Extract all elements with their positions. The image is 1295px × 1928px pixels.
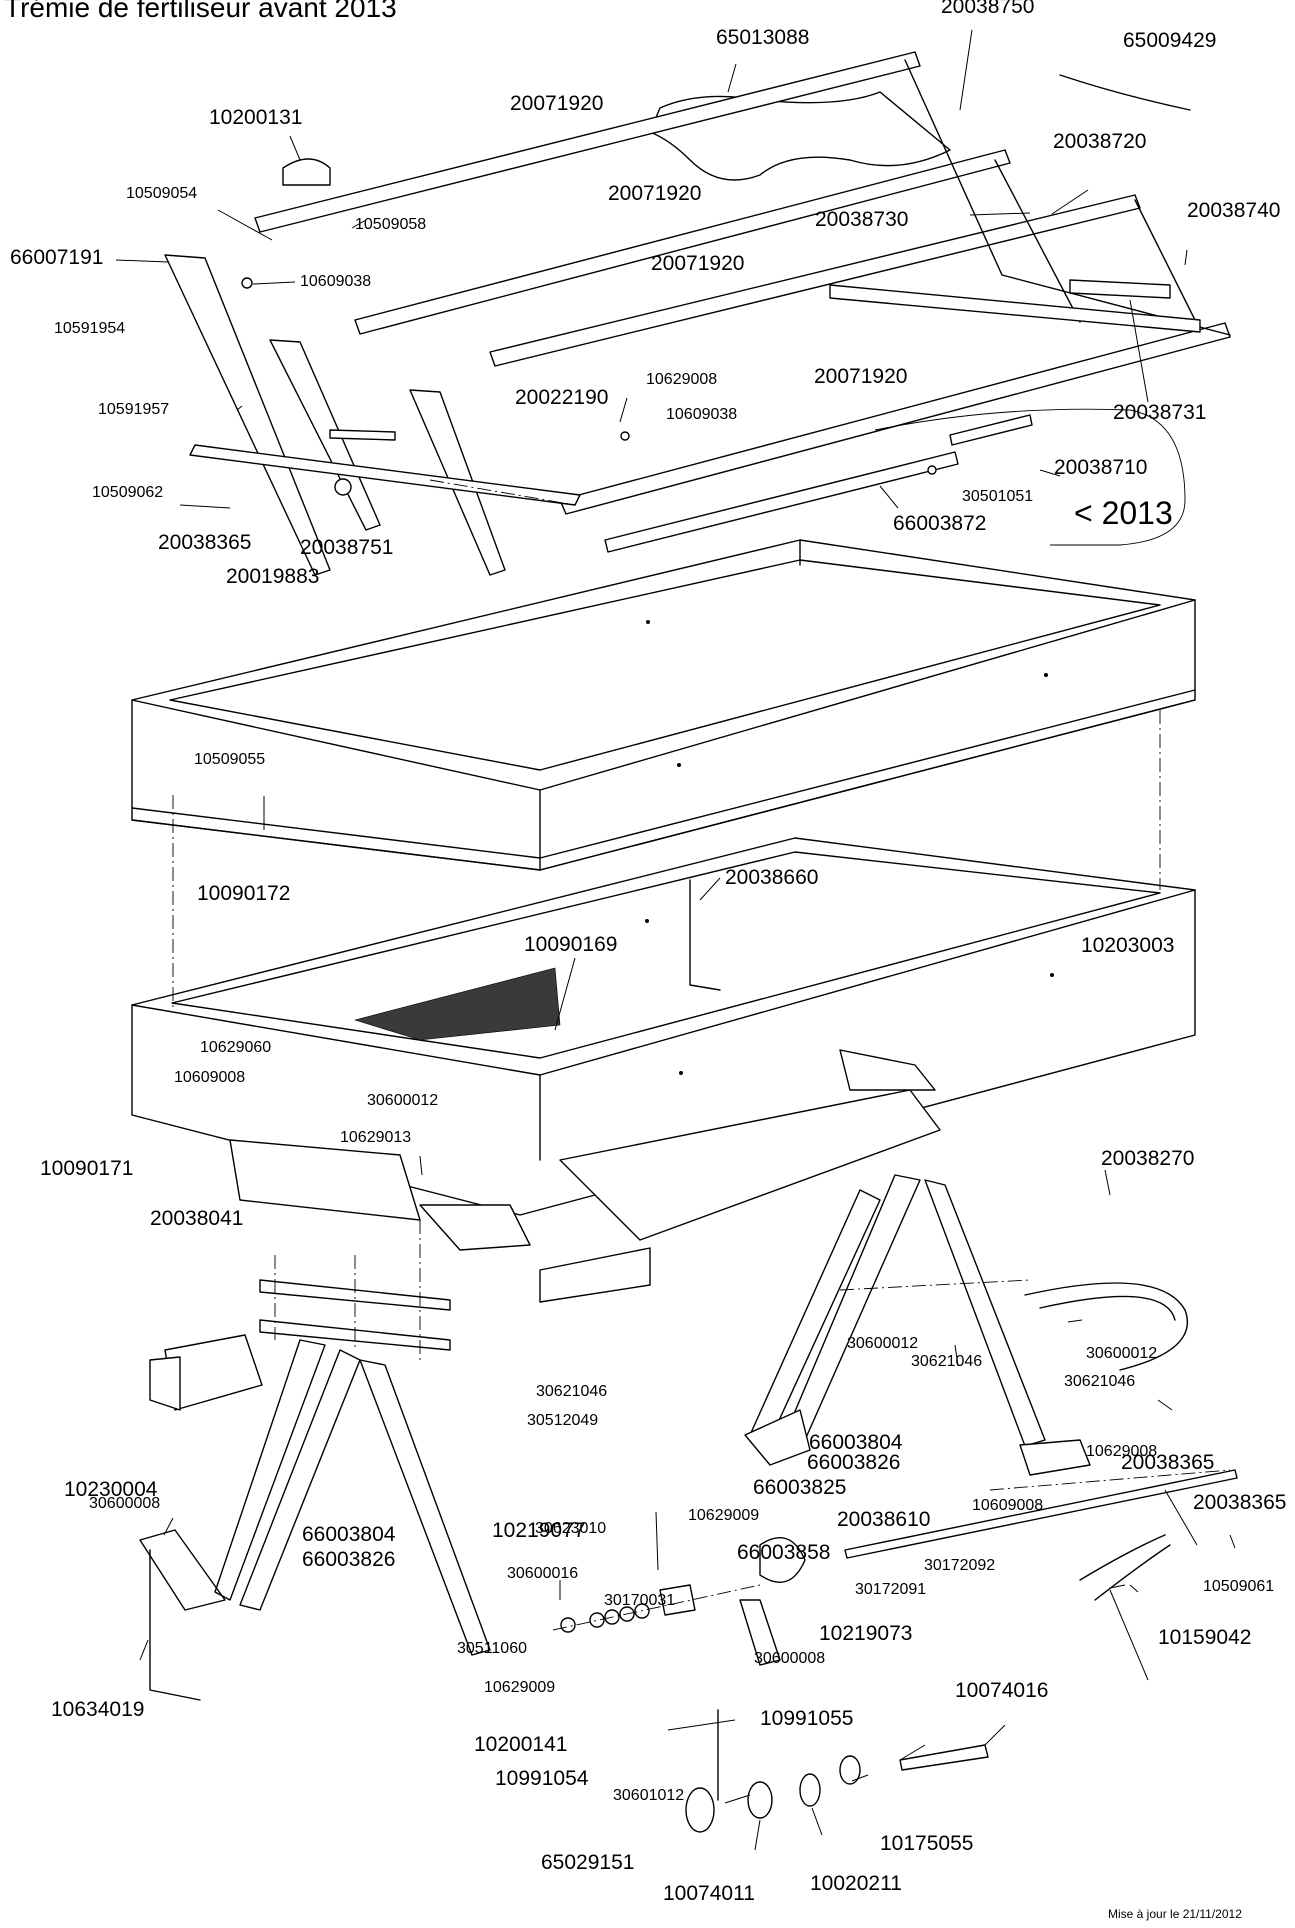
- hopper-dots: [645, 620, 1054, 1075]
- part-label: 30600012: [1086, 1345, 1158, 1362]
- version-note: < 2013: [1074, 495, 1173, 531]
- part-label: 20038710: [1054, 456, 1148, 479]
- part-label: 66003858: [737, 1541, 831, 1564]
- part-label: 10991054: [495, 1767, 589, 1790]
- diagram-title: Trémie de fertiliseur avant 2013: [4, 0, 397, 23]
- part-label: 10629060: [200, 1039, 272, 1056]
- update-date: Mise à jour le 21/11/2012: [1108, 1907, 1242, 1921]
- part-label: 20038751: [300, 536, 394, 559]
- part-label: 20038365: [1121, 1451, 1215, 1474]
- upper-hopper-extension: [131, 539, 1196, 871]
- part-label: 20038740: [1187, 199, 1281, 222]
- part-label: 10509058: [355, 216, 427, 233]
- part-label: 30501051: [962, 488, 1034, 505]
- part-label: 20071920: [608, 182, 702, 205]
- part-label: 30601012: [613, 1787, 685, 1804]
- part-label: 66003804: [302, 1523, 396, 1546]
- leader-lines: [115, 29, 1236, 1851]
- part-label: 65029151: [541, 1851, 635, 1874]
- part-label: 10629009: [484, 1679, 556, 1696]
- part-label: 66007191: [10, 246, 104, 269]
- part-label: 30511060: [457, 1640, 527, 1657]
- part-label: 30621046: [536, 1383, 608, 1400]
- part-label: 20038365: [1193, 1491, 1287, 1514]
- part-label: 10629013: [340, 1129, 412, 1146]
- part-label: 10200141: [474, 1733, 568, 1756]
- part-label: 10629008: [646, 371, 718, 388]
- cover-frame-assembly: [164, 51, 1231, 576]
- part-label: 30172091: [855, 1581, 927, 1598]
- part-label: 20038270: [1101, 1147, 1195, 1170]
- part-label: 10090169: [524, 933, 618, 956]
- part-label: 20038720: [1053, 130, 1147, 153]
- part-label: 10609038: [666, 406, 738, 423]
- part-label: 30623010: [535, 1520, 607, 1537]
- part-label: 10219073: [819, 1622, 913, 1645]
- front-drive-housing: [149, 1139, 531, 1411]
- part-label: 10074016: [955, 1679, 1049, 1702]
- part-label: 10090171: [40, 1157, 134, 1180]
- support-legs: [139, 1174, 1189, 1701]
- part-label: 20071920: [510, 92, 604, 115]
- part-label: 66003826: [807, 1451, 901, 1474]
- lower-hopper-body: [131, 837, 1196, 1303]
- part-label: 10634019: [51, 1698, 145, 1721]
- part-label: 10509054: [126, 185, 198, 202]
- part-label: 30512049: [527, 1412, 599, 1429]
- part-label: 20022190: [515, 386, 609, 409]
- part-label: 10509061: [1203, 1578, 1275, 1595]
- part-label: 10203003: [1081, 934, 1175, 957]
- part-label: 10175055: [880, 1832, 974, 1855]
- part-label: 30172092: [924, 1557, 996, 1574]
- part-label: 10991055: [760, 1707, 854, 1730]
- part-label: 10509062: [92, 484, 164, 501]
- part-label: 65013088: [716, 26, 810, 49]
- part-label: 10609038: [300, 273, 372, 290]
- part-label: 20071920: [814, 365, 908, 388]
- part-label: 20038365: [158, 531, 252, 554]
- part-label: 66003826: [302, 1548, 396, 1571]
- part-label: 66003872: [893, 512, 987, 535]
- part-label: 10020211: [810, 1872, 902, 1895]
- assembly-lines: [172, 479, 1231, 1631]
- part-label: 10230004: [64, 1478, 158, 1501]
- part-label: 20038750: [941, 0, 1035, 18]
- part-label: 30621046: [1064, 1373, 1136, 1390]
- part-label: 20038660: [725, 866, 819, 889]
- part-label: 10200131: [209, 106, 303, 129]
- part-label: 20019883: [226, 565, 320, 588]
- part-label: 30600016: [507, 1565, 579, 1582]
- part-label: 10509055: [194, 751, 266, 768]
- part-label: 10074011: [663, 1882, 755, 1905]
- drive-shaft-assembly: [560, 1469, 1238, 1833]
- part-label: 30621046: [911, 1353, 983, 1370]
- part-label: 10219077: [492, 1519, 586, 1542]
- part-label: 66003825: [753, 1476, 847, 1499]
- part-label: 10609008: [174, 1069, 246, 1086]
- part-label: 10591954: [54, 320, 126, 337]
- part-label: 30600008: [754, 1650, 826, 1667]
- part-label: 20038730: [815, 208, 909, 231]
- part-label: 20038041: [150, 1207, 244, 1230]
- part-label: 30600008: [89, 1495, 161, 1512]
- part-label: 10629008: [1086, 1443, 1158, 1460]
- part-label: 10090172: [197, 882, 291, 905]
- part-label: 10159042: [1158, 1626, 1252, 1649]
- part-label: 10591957: [98, 401, 170, 418]
- part-label: 30600012: [367, 1092, 439, 1109]
- part-label: 10609008: [972, 1497, 1044, 1514]
- part-label: 10629009: [688, 1507, 760, 1524]
- part-label: 20038731: [1113, 401, 1207, 424]
- part-label: 66003804: [809, 1431, 903, 1454]
- part-label: 65009429: [1123, 29, 1217, 52]
- part-label: 30170031: [604, 1592, 676, 1609]
- part-label: 20038610: [837, 1508, 931, 1531]
- part-label: 20071920: [651, 252, 745, 275]
- part-label: 30600012: [847, 1335, 919, 1352]
